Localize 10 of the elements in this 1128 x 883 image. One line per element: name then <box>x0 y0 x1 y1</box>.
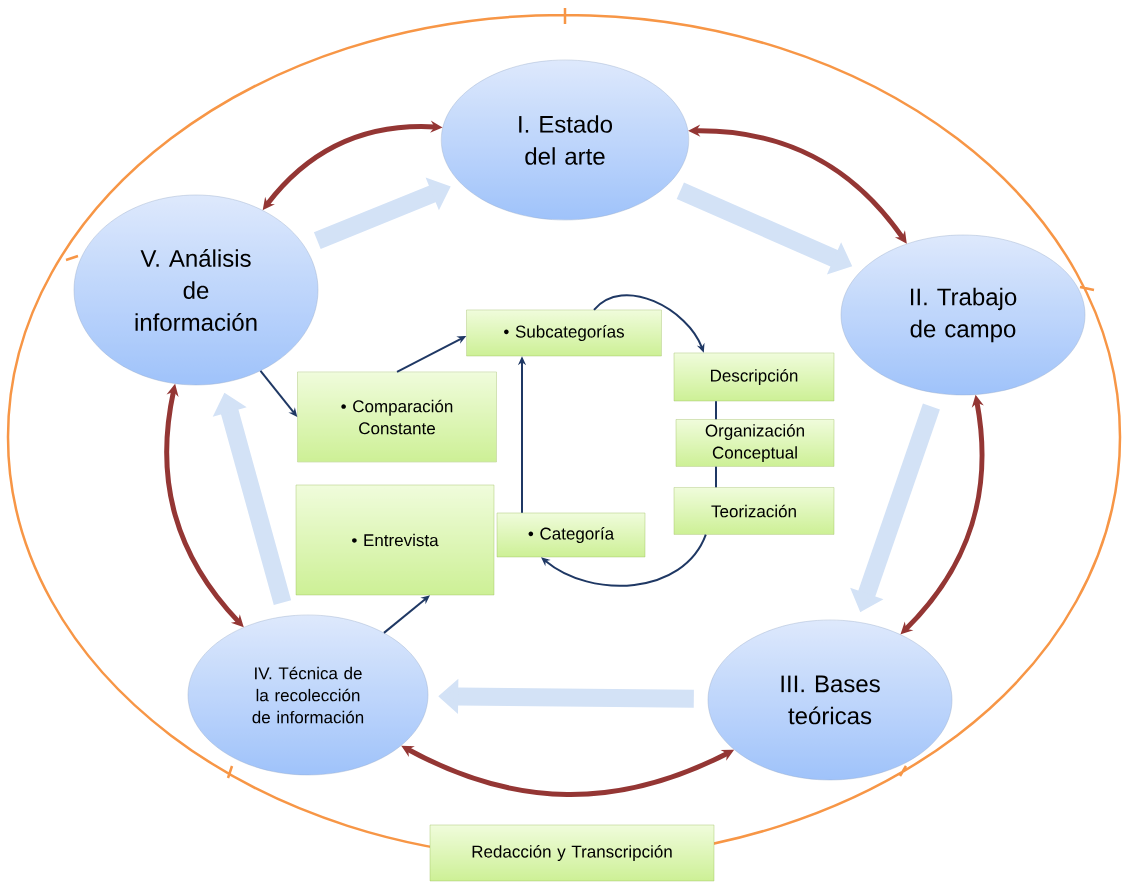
concept-box: • Comparación Constante <box>297 371 497 463</box>
concept-box: Descripción <box>673 352 835 402</box>
concept-box: • Categoría <box>496 512 646 558</box>
concept-box: • Subcategorías <box>466 309 662 357</box>
arrow <box>541 533 707 587</box>
concept-box: Redacción y Transcripción <box>429 824 715 882</box>
arrow <box>383 595 430 634</box>
concept-box: Teorización <box>673 487 835 535</box>
concept-box: Organización Conceptual <box>675 419 835 467</box>
concept-box: • Entrevista <box>295 484 495 596</box>
